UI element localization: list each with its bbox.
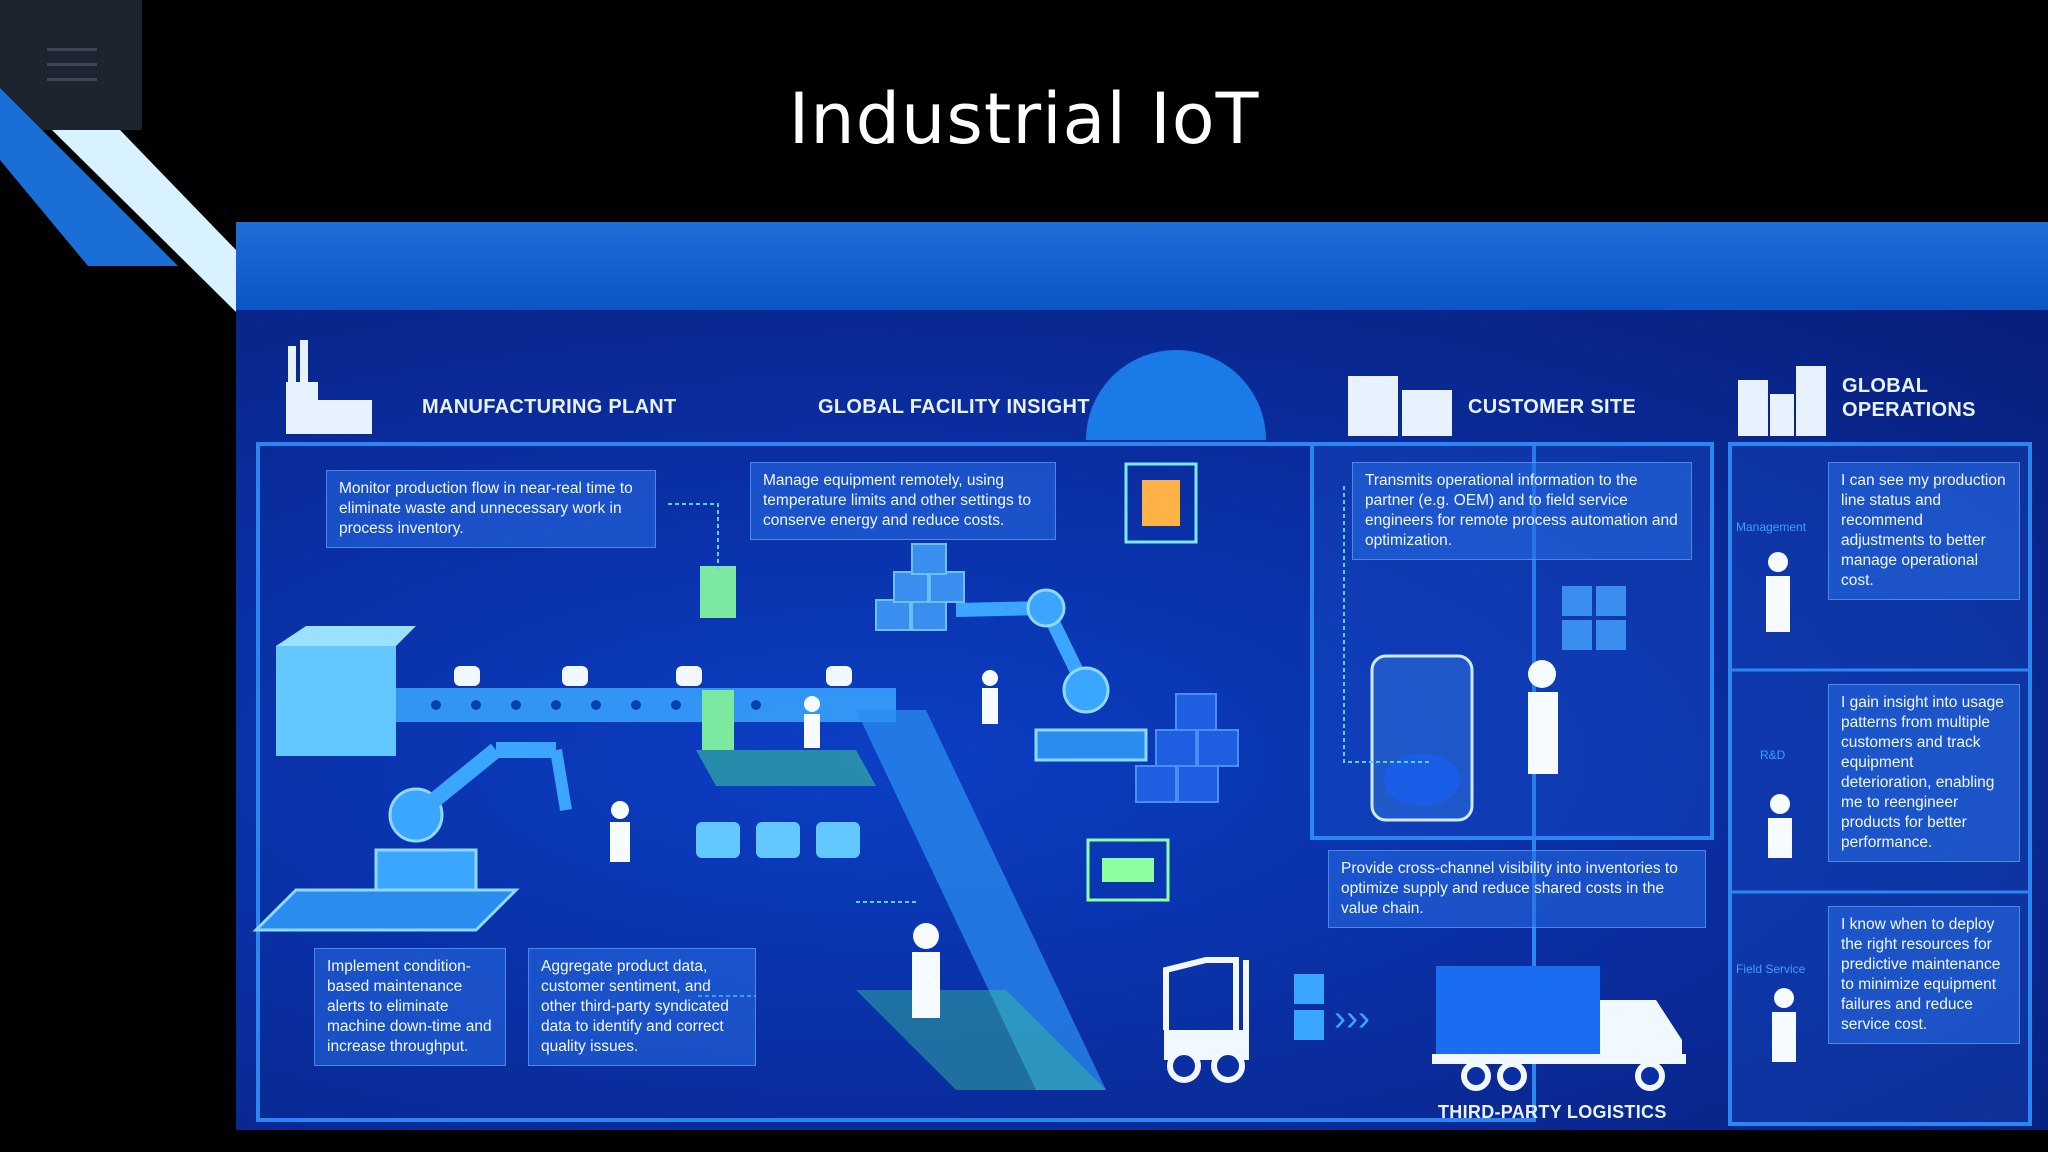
label-customer-site: CUSTOMER SITE <box>1468 396 1636 418</box>
label-third-party-logistics: THIRD-PARTY LOGISTICS <box>1438 1102 1667 1122</box>
callout-aggregate-data: Aggregate product data, customer sentime… <box>528 948 756 1066</box>
slide-title: Industrial IoT <box>788 78 1260 160</box>
person-icons <box>610 552 1796 1062</box>
callout-cross-channel-visibility: Provide cross-channel visibility into in… <box>1328 850 1706 928</box>
customer-building-icon <box>1348 376 1452 436</box>
callout-transmits-info: Transmits operational information to the… <box>1352 462 1692 560</box>
menu-button[interactable] <box>0 0 142 130</box>
iot-infographic: ››› MANUFACTURING PLANT GLOBAL FACILITY … <box>236 310 2048 1130</box>
callout-manage-equipment: Manage equipment remotely, using tempera… <box>750 462 1056 540</box>
callout-monitor-production: Monitor production flow in near-real tim… <box>326 470 656 548</box>
label-global-operations: GLOBAL OPERATIONS <box>1842 375 1976 421</box>
callout-condition-maintenance: Implement condition-based maintenance al… <box>314 948 506 1066</box>
role-side-rnd: R&D <box>1760 748 1786 762</box>
role-rnd-text: I gain insight into usage patterns from … <box>1828 684 2020 862</box>
svg-text:›››: ››› <box>1334 997 1370 1038</box>
role-side-field-service: Field Service <box>1736 962 1806 976</box>
truck-icon <box>1432 966 1686 1091</box>
role-management-text: I can see my production line status and … <box>1828 462 2020 600</box>
factory-icon <box>286 340 372 434</box>
forklift-icon <box>1163 957 1249 1060</box>
label-global-facility-insight: GLOBAL FACILITY INSIGHT <box>818 396 1090 418</box>
operations-building-icon <box>1738 366 1826 436</box>
role-side-management: Management <box>1736 520 1807 534</box>
infographic-artwork: ››› <box>252 340 2032 1126</box>
label-manufacturing-plant: MANUFACTURING PLANT <box>422 396 677 418</box>
robot-arm-icon <box>252 742 572 932</box>
role-field-service-text: I know when to deploy the right resource… <box>1828 906 2020 1044</box>
header-banner <box>236 222 2048 310</box>
decorative-stripes <box>0 88 236 312</box>
